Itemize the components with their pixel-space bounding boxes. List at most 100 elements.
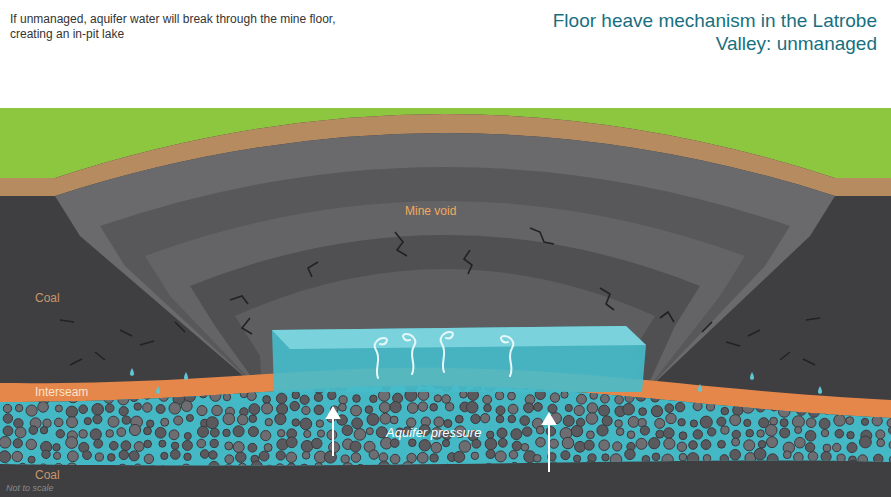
pebble: [884, 463, 891, 473]
pebble: [640, 426, 649, 435]
pebble: [849, 403, 858, 412]
pebble: [84, 418, 91, 425]
pebble: [783, 463, 791, 471]
pebble: [302, 406, 310, 414]
pebble: [300, 418, 312, 430]
pebble: [38, 402, 49, 413]
pebble: [351, 405, 362, 416]
pebble: [836, 392, 844, 400]
pebble: [874, 454, 883, 463]
pebble: [536, 426, 544, 434]
pebble: [872, 416, 882, 426]
pebble: [90, 429, 101, 440]
pebble: [79, 405, 88, 414]
pebble: [741, 463, 753, 475]
pebble: [262, 378, 272, 388]
pebble: [106, 430, 114, 438]
pebble: [471, 452, 478, 459]
pebble: [871, 391, 878, 398]
pebble: [235, 382, 246, 393]
pebble: [577, 394, 587, 404]
pebble: [54, 418, 63, 427]
pebble: [118, 464, 128, 474]
pebble: [198, 426, 209, 437]
pebble: [66, 437, 78, 449]
pebble: [807, 392, 817, 402]
pebble: [796, 405, 806, 415]
in-pit-lake: [272, 326, 646, 392]
pebble: [733, 392, 740, 399]
pebble: [209, 381, 219, 391]
pebble: [454, 465, 464, 475]
pebble: [636, 391, 647, 402]
pebble: [144, 427, 152, 435]
pebble: [354, 429, 366, 441]
pebble: [520, 416, 530, 426]
pebble: [693, 430, 702, 439]
pebble: [370, 395, 377, 402]
pebble: [626, 466, 637, 477]
pebble: [587, 431, 595, 439]
pebble: [499, 464, 507, 472]
pebble: [785, 391, 794, 400]
pebble: [537, 468, 545, 476]
pebble: [144, 440, 152, 448]
pebble: [199, 390, 207, 398]
pebble: [366, 428, 373, 435]
pebble: [512, 441, 521, 450]
pebble: [275, 414, 286, 425]
pebble: [53, 444, 60, 451]
pebble: [744, 419, 751, 426]
pebble: [561, 451, 570, 460]
pebble: [26, 439, 36, 449]
pebble: [642, 461, 652, 471]
pebble: [883, 402, 891, 414]
pebble: [757, 391, 767, 401]
pebble: [876, 430, 885, 439]
pebble: [599, 440, 610, 451]
pebble: [550, 393, 559, 402]
pebble: [365, 406, 373, 414]
pebble: [783, 451, 791, 459]
pebble: [847, 443, 857, 453]
pebble: [705, 465, 712, 472]
pebble: [486, 450, 495, 459]
pebble: [729, 380, 740, 391]
pebble: [379, 453, 388, 462]
pebble: [129, 392, 138, 401]
pebble: [834, 415, 846, 427]
pebble: [161, 418, 169, 426]
pebble: [0, 437, 11, 449]
pit-terraces: [55, 133, 835, 392]
pebble: [350, 441, 361, 452]
aquifer-layer: [0, 386, 891, 466]
terrace: [100, 167, 790, 392]
pressure-arrows: [327, 408, 555, 472]
pebble: [466, 402, 478, 414]
pebble: [3, 414, 12, 423]
pebble: [42, 450, 50, 458]
pebble: [706, 403, 714, 411]
pebble: [678, 419, 685, 426]
pebble: [756, 380, 767, 391]
cracks: [60, 228, 820, 365]
pebble: [805, 431, 816, 442]
pebble: [209, 461, 219, 471]
pebble: [613, 442, 622, 451]
pebble: [169, 403, 181, 415]
pebble: [209, 451, 217, 459]
pebble: [155, 427, 166, 438]
pebble: [623, 403, 635, 415]
pebble: [809, 384, 817, 392]
pebble: [92, 404, 104, 416]
pebble: [417, 452, 428, 463]
pebble: [312, 438, 322, 448]
pebble: [290, 401, 299, 410]
pebble: [677, 442, 686, 451]
pebble: [874, 466, 882, 474]
pebble: [846, 417, 854, 425]
pebble: [210, 390, 221, 401]
pebble: [300, 464, 308, 472]
pebble: [472, 464, 480, 472]
